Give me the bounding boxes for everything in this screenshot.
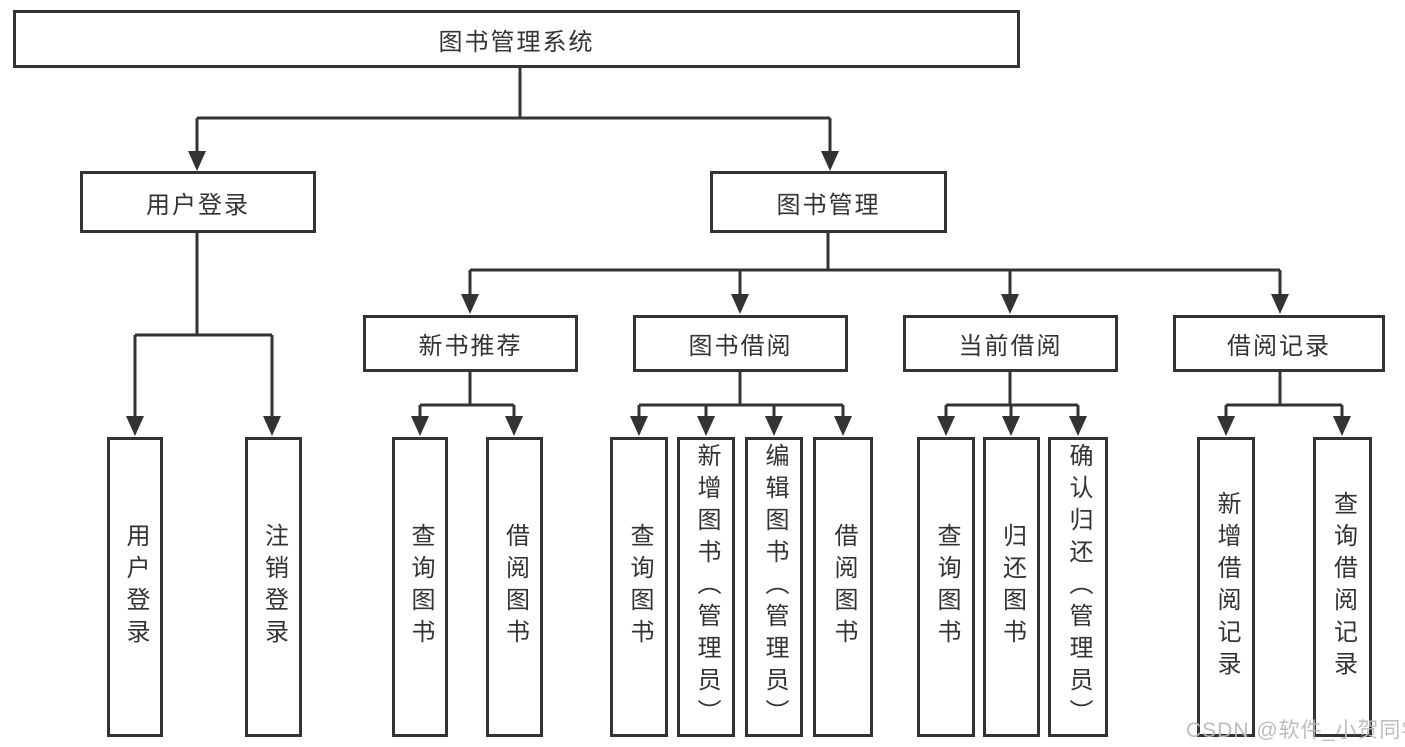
node-root-system: 图书管理系统 bbox=[13, 10, 1020, 68]
leaf-query-books-current: 查询图书 bbox=[917, 437, 975, 737]
node-borrow-records-label: 借阅记录 bbox=[1227, 333, 1331, 360]
node-borrow-records: 借阅记录 bbox=[1173, 315, 1385, 372]
leaf-user-login-label: 用户登录 bbox=[122, 523, 149, 651]
leaf-borrow-books-recommend: 借阅图书 bbox=[486, 437, 543, 737]
csdn-watermark: CSDN @软件_小贺同学 bbox=[1186, 719, 1405, 742]
leaf-query-books-current-label: 查询图书 bbox=[933, 523, 960, 651]
connector-user-login bbox=[126, 233, 281, 436]
node-new-book-recommend: 新书推荐 bbox=[363, 315, 578, 372]
node-user-login-label: 用户登录 bbox=[146, 191, 250, 219]
leaf-query-borrow-record-label: 查询借阅记录 bbox=[1329, 491, 1357, 683]
node-current-borrow-label: 当前借阅 bbox=[958, 333, 1063, 360]
leaf-query-books-recommend-label: 查询图书 bbox=[407, 523, 434, 651]
leaf-return-books: 归还图书 bbox=[983, 437, 1040, 737]
leaf-add-borrow-record: 新增借阅记录 bbox=[1197, 437, 1255, 737]
leaf-query-books-recommend: 查询图书 bbox=[392, 437, 448, 737]
leaf-logout-label: 注销登录 bbox=[260, 523, 288, 651]
connector-borrow-records bbox=[1217, 372, 1351, 436]
leaf-add-borrow-record-label: 新增借阅记录 bbox=[1213, 491, 1240, 683]
leaf-return-books-label: 归还图书 bbox=[998, 523, 1026, 651]
node-book-management-label: 图书管理 bbox=[776, 191, 881, 219]
connector-new-book-recommend bbox=[411, 372, 523, 436]
leaf-logout: 注销登录 bbox=[245, 437, 302, 737]
leaf-query-borrow-record: 查询借阅记录 bbox=[1313, 437, 1372, 737]
node-user-login: 用户登录 bbox=[80, 171, 316, 233]
leaf-edit-book-admin-label: 编辑图书（管理员） bbox=[761, 443, 788, 731]
leaf-borrow-books: 借阅图书 bbox=[813, 437, 873, 737]
node-root-system-label: 图书管理系统 bbox=[438, 28, 595, 56]
node-current-borrow: 当前借阅 bbox=[903, 315, 1118, 372]
leaf-confirm-return-admin-label: 确认归还（管理员） bbox=[1065, 443, 1092, 731]
node-new-book-recommend-label: 新书推荐 bbox=[418, 333, 523, 360]
node-book-borrow-label: 图书借阅 bbox=[688, 333, 793, 360]
leaf-edit-book-admin: 编辑图书（管理员） bbox=[745, 437, 803, 737]
leaf-query-books-borrow-label: 查询图书 bbox=[626, 523, 653, 651]
leaf-user-login: 用户登录 bbox=[107, 437, 163, 737]
leaf-borrow-books-label: 借阅图书 bbox=[830, 523, 857, 651]
leaf-add-book-admin-label: 新增图书（管理员） bbox=[693, 443, 720, 731]
leaf-query-books-borrow: 查询图书 bbox=[610, 437, 668, 737]
node-book-management: 图书管理 bbox=[710, 171, 947, 233]
connector-book-borrow bbox=[630, 372, 852, 436]
connector-root bbox=[188, 68, 839, 171]
connector-book-management bbox=[461, 233, 1289, 314]
connector-current-borrow bbox=[937, 372, 1087, 436]
leaf-confirm-return-admin: 确认归还（管理员） bbox=[1048, 437, 1108, 737]
leaf-borrow-books-recommend-label: 借阅图书 bbox=[501, 523, 529, 651]
leaf-add-book-admin: 新增图书（管理员） bbox=[677, 437, 735, 737]
node-book-borrow: 图书借阅 bbox=[633, 315, 848, 372]
